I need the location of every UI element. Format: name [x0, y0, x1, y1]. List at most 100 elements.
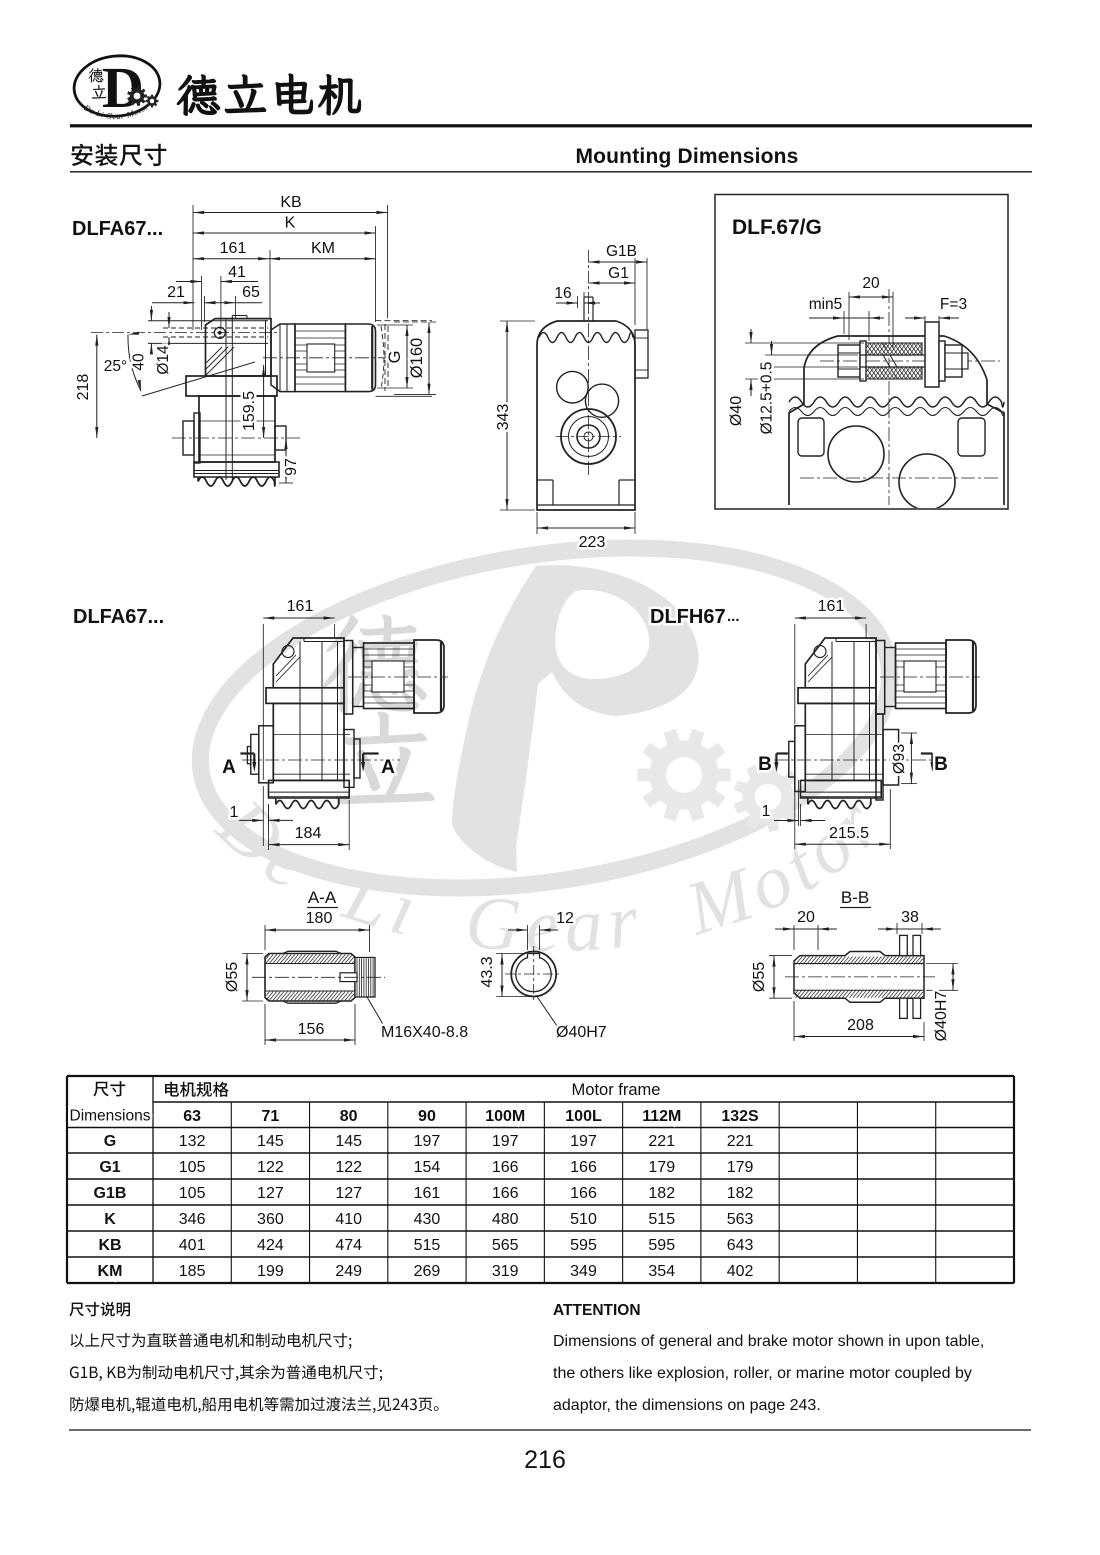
svg-text:182: 182	[648, 1185, 675, 1202]
svg-text:71: 71	[262, 1108, 280, 1125]
svg-text:Dimensions: Dimensions	[70, 1108, 151, 1125]
svg-text:410: 410	[335, 1211, 362, 1228]
svg-text:430: 430	[414, 1211, 441, 1228]
svg-text:127: 127	[335, 1185, 362, 1202]
svg-text:185: 185	[179, 1263, 206, 1280]
svg-text:Ø93: Ø93	[891, 744, 908, 774]
svg-text:480: 480	[492, 1211, 519, 1228]
svg-text:127: 127	[257, 1185, 284, 1202]
svg-text:G1: G1	[608, 265, 629, 282]
svg-text:145: 145	[335, 1133, 362, 1150]
svg-text:Ø40H7: Ø40H7	[556, 1024, 607, 1041]
svg-text:K: K	[285, 215, 296, 232]
svg-text:KM: KM	[311, 240, 335, 257]
svg-text:100M: 100M	[485, 1108, 525, 1125]
svg-text:565: 565	[492, 1237, 519, 1254]
svg-text:Ø14: Ø14	[155, 345, 172, 375]
svg-text:161: 161	[414, 1185, 441, 1202]
svg-text:132S: 132S	[721, 1108, 759, 1125]
svg-text:Ø12.5+0.5: Ø12.5+0.5	[759, 362, 776, 435]
svg-text:B-B: B-B	[841, 888, 869, 907]
svg-text:156: 156	[298, 1021, 325, 1038]
svg-text:179: 179	[648, 1159, 675, 1176]
svg-text:65: 65	[242, 284, 260, 301]
svg-text:249: 249	[335, 1263, 362, 1280]
svg-text:105: 105	[179, 1159, 206, 1176]
svg-text:G1B: G1B	[94, 1185, 127, 1202]
svg-text:B: B	[934, 754, 948, 775]
svg-text:G1: G1	[99, 1159, 120, 1176]
svg-text:1: 1	[230, 804, 239, 821]
svg-text:adaptor, the dimensions on pag: adaptor, the dimensions on page 243.	[553, 1397, 821, 1414]
svg-text:595: 595	[648, 1237, 675, 1254]
svg-text:DLF.67/G: DLF.67/G	[732, 216, 822, 239]
svg-text:DLFH67: DLFH67	[650, 606, 726, 628]
svg-text:20: 20	[797, 909, 815, 926]
svg-text:80: 80	[340, 1108, 358, 1125]
svg-text:25°: 25°	[104, 358, 127, 375]
svg-text:360: 360	[257, 1211, 284, 1228]
svg-text:319: 319	[492, 1263, 519, 1280]
svg-text:K: K	[104, 1211, 116, 1228]
svg-text:G: G	[104, 1133, 116, 1150]
svg-text:min5: min5	[809, 296, 843, 313]
svg-text:A: A	[222, 757, 236, 778]
svg-text:Ø55: Ø55	[751, 962, 768, 992]
svg-text:A: A	[381, 757, 395, 778]
svg-text:595: 595	[570, 1237, 597, 1254]
svg-text:510: 510	[570, 1211, 597, 1228]
svg-text:402: 402	[727, 1263, 754, 1280]
svg-text:41: 41	[228, 264, 246, 281]
svg-text:145: 145	[257, 1133, 284, 1150]
svg-text:221: 221	[727, 1133, 754, 1150]
svg-text:63: 63	[183, 1108, 201, 1125]
svg-text:199: 199	[257, 1263, 284, 1280]
svg-text:197: 197	[570, 1133, 597, 1150]
svg-text:346: 346	[179, 1211, 206, 1228]
svg-text:208: 208	[847, 1017, 874, 1034]
svg-text:180: 180	[306, 910, 333, 927]
svg-text:G1B: G1B	[606, 243, 637, 260]
svg-text:216: 216	[524, 1446, 566, 1474]
svg-text:G: G	[386, 351, 404, 364]
svg-text:182: 182	[727, 1185, 754, 1202]
svg-text:424: 424	[257, 1237, 284, 1254]
svg-text:1: 1	[762, 803, 771, 820]
svg-text:166: 166	[570, 1185, 597, 1202]
svg-text:269: 269	[414, 1263, 441, 1280]
svg-text:12: 12	[556, 910, 574, 927]
svg-text:Ø40: Ø40	[728, 396, 745, 426]
svg-text:Ø55: Ø55	[224, 962, 241, 992]
svg-text:343: 343	[495, 404, 512, 431]
svg-text:Motor frame: Motor frame	[572, 1081, 661, 1099]
svg-text:161: 161	[818, 598, 845, 615]
svg-text:A-A: A-A	[308, 888, 337, 907]
svg-text:474: 474	[335, 1237, 362, 1254]
svg-text:Ø160: Ø160	[408, 338, 426, 378]
svg-text:643: 643	[727, 1237, 754, 1254]
svg-text:515: 515	[414, 1237, 441, 1254]
svg-text:221: 221	[648, 1133, 675, 1150]
svg-text:154: 154	[414, 1159, 441, 1176]
svg-text:563: 563	[727, 1211, 754, 1228]
svg-text:166: 166	[570, 1159, 597, 1176]
svg-text:223: 223	[579, 534, 606, 551]
svg-text:401: 401	[179, 1237, 206, 1254]
svg-text:Mounting Dimensions: Mounting Dimensions	[575, 145, 798, 168]
svg-text:166: 166	[492, 1185, 519, 1202]
svg-text:179: 179	[727, 1159, 754, 1176]
svg-text:197: 197	[492, 1133, 519, 1150]
svg-text:ATTENTION: ATTENTION	[553, 1302, 641, 1319]
svg-text:112M: 112M	[642, 1108, 681, 1125]
svg-text:166: 166	[492, 1159, 519, 1176]
svg-text:197: 197	[414, 1133, 441, 1150]
svg-text:43.3: 43.3	[479, 956, 496, 987]
svg-text:Dimensions of general and brak: Dimensions of general and brake motor sh…	[553, 1333, 984, 1350]
svg-text:DLFA67...: DLFA67...	[73, 606, 164, 628]
svg-text:M16X40-8.8: M16X40-8.8	[381, 1024, 468, 1041]
svg-text:the others like explosion, rol: the others like explosion, roller, or ma…	[553, 1365, 972, 1382]
svg-text:349: 349	[570, 1263, 597, 1280]
svg-text:F=3: F=3	[940, 296, 967, 313]
svg-text:105: 105	[179, 1185, 206, 1202]
svg-text:16: 16	[554, 285, 571, 302]
